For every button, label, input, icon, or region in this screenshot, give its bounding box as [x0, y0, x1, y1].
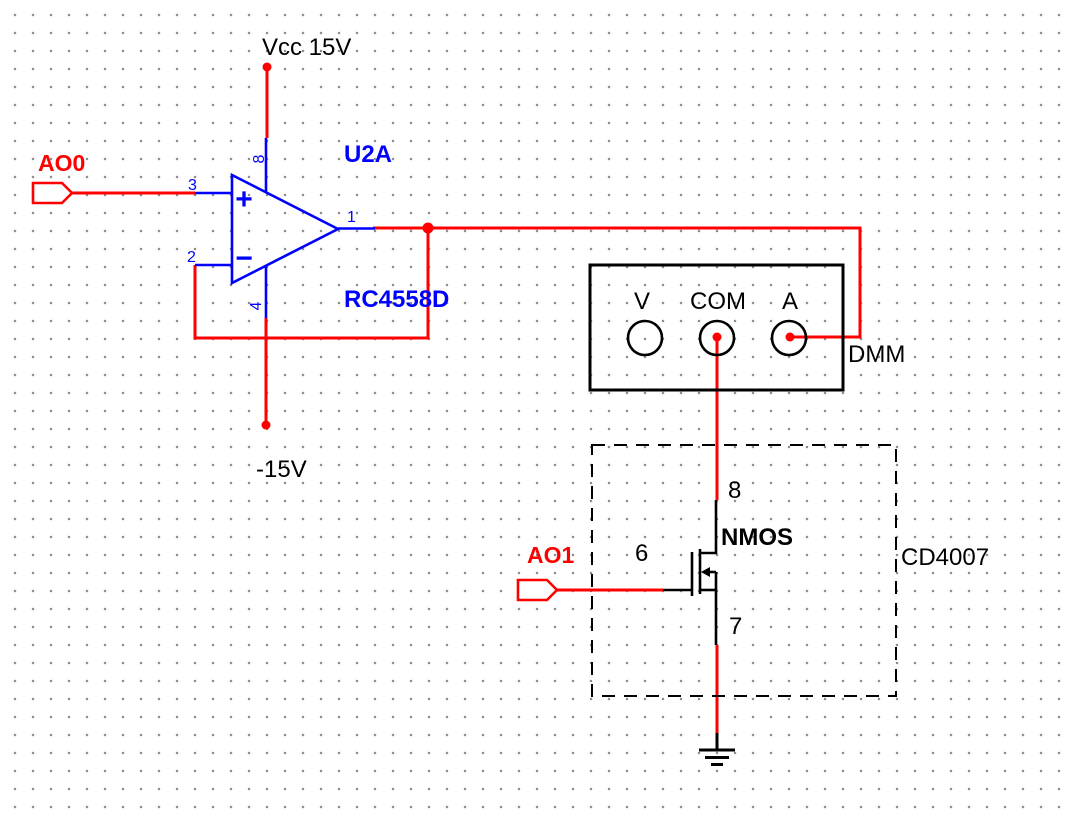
dmm-block[interactable] [588, 263, 845, 392]
nmos-drain-lead[interactable] [700, 500, 718, 555]
vcc-terminal-dot[interactable] [262, 62, 272, 72]
opamp-triangle[interactable] [230, 172, 341, 286]
opamp-plus-sign: + [235, 183, 253, 216]
vee-label: -15V [256, 456, 307, 483]
output-junction-dot[interactable] [422, 222, 434, 234]
dmm-a-connection-dot[interactable] [785, 332, 795, 342]
dmm-outline[interactable] [588, 263, 845, 392]
dmm-terminal-a[interactable] [770, 319, 808, 357]
dmm-terminal-com-label: COM [690, 288, 746, 315]
opamp-part-label: RC4558D [344, 286, 449, 313]
junction-dots [261, 62, 795, 430]
opamp-pin2-number: 2 [187, 249, 196, 266]
vee-terminal-dot[interactable] [261, 420, 271, 430]
ao0-label: AO0 [38, 150, 85, 176]
opamp-pin4-number: 4 [248, 301, 265, 310]
opamp-pin1-number: 1 [347, 209, 356, 226]
wire-feedback-loop[interactable] [193, 228, 430, 340]
dmm-terminal-v[interactable] [626, 319, 664, 357]
io-connectors [31, 181, 559, 602]
opamp-minus-sign: − [235, 242, 253, 275]
nmos-pin8-number: 8 [728, 477, 741, 504]
dmm-label: DMM [848, 341, 905, 368]
opamp-pin3-number: 3 [188, 177, 197, 194]
ao0-connector-flag[interactable] [31, 181, 74, 205]
cd4007-dashed-outline[interactable] [591, 444, 897, 697]
ao1-connector-flag[interactable] [516, 578, 559, 602]
nmos-label: NMOS [721, 524, 793, 551]
cd4007-label: CD4007 [901, 544, 989, 571]
opamp-refdes-label: U2A [344, 141, 392, 168]
nmos-pin6-number: 6 [635, 540, 648, 567]
cd4007-block[interactable] [591, 444, 897, 766]
wire-output-to-dmm-a[interactable] [373, 226, 862, 339]
dmm-terminal-v-label: V [634, 288, 650, 315]
labels: Vcc 15V -15V AO0 AO1 U2A RC4558D 3 2 1 8… [38, 34, 989, 640]
dmm-terminal-a-label: A [782, 288, 798, 315]
dmm-terminal-com[interactable] [698, 319, 736, 357]
dmm-com-connection-dot[interactable] [712, 332, 722, 342]
vcc-label: Vcc 15V [262, 34, 351, 61]
ao1-label: AO1 [527, 542, 575, 568]
ground-symbol[interactable] [699, 733, 735, 766]
opamp-symbol[interactable]: + − [195, 138, 375, 318]
opamp-pin8-number: 8 [251, 154, 268, 163]
wires [70, 67, 862, 733]
nmos-pin7-number: 7 [729, 613, 742, 640]
nmos-symbol[interactable] [663, 500, 718, 645]
nmos-body-arrow-icon [701, 567, 710, 577]
